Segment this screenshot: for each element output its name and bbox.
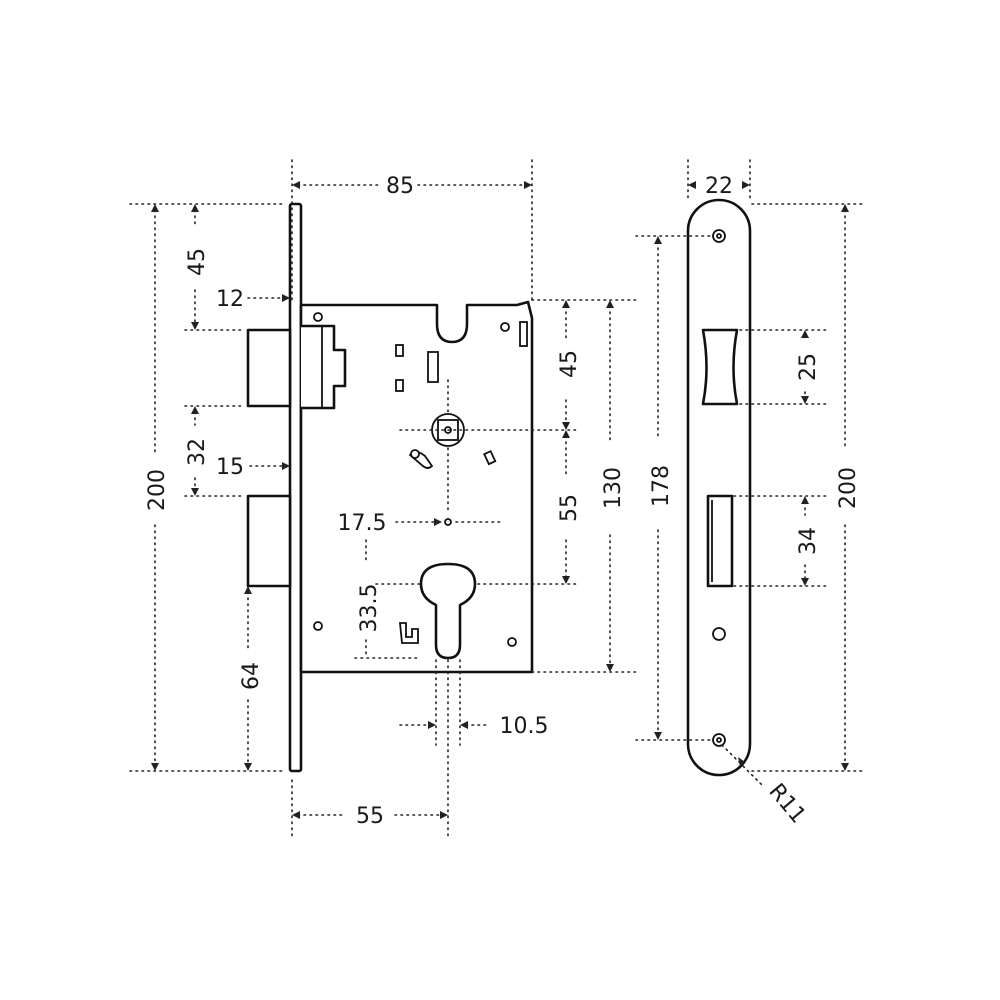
dim-12: 12 — [216, 287, 244, 312]
dim-55-bottom: 55 — [356, 804, 384, 829]
lock-body-view — [246, 202, 534, 773]
dim-178: 178 — [649, 465, 674, 507]
dim-34: 34 — [796, 527, 821, 555]
dim-17-5: 17.5 — [338, 511, 387, 536]
dim-10-5: 10.5 — [500, 714, 549, 739]
dim-200-left: 200 — [145, 469, 170, 511]
deadbolt — [246, 494, 292, 588]
dim-33-5: 33.5 — [357, 584, 382, 633]
dim-200-right: 200 — [836, 467, 861, 509]
faceplate-outline — [686, 198, 752, 777]
corner-tab — [519, 321, 528, 347]
dim-130: 130 — [601, 467, 626, 509]
dim-15: 15 — [216, 455, 244, 480]
dim-64: 64 — [239, 662, 264, 690]
cylinder-cutout — [419, 562, 477, 660]
latch-opening — [701, 328, 739, 406]
dim-85: 85 — [386, 174, 414, 199]
dim-22: 22 — [705, 174, 733, 199]
lock-body-dimensions: 85 45 12 32 15 200 — [129, 159, 641, 841]
dim-45-right: 45 — [557, 350, 582, 378]
case-screw-hole — [313, 312, 323, 322]
faceplate-view — [686, 198, 752, 777]
case-screw-hole — [500, 322, 510, 332]
faceplate-cylinder-hole — [712, 627, 726, 641]
latch-bolt — [246, 328, 292, 408]
dim-45-left: 45 — [185, 248, 210, 276]
dim-32: 32 — [185, 438, 210, 466]
case-screw-hole — [507, 637, 517, 647]
latch-spring-block — [299, 324, 347, 410]
dim-25: 25 — [796, 353, 821, 381]
faceplate-edge — [288, 202, 303, 773]
dim-55-right: 55 — [557, 494, 582, 522]
dim-r11: R11 — [763, 779, 810, 828]
case-screw-hole — [313, 621, 323, 631]
